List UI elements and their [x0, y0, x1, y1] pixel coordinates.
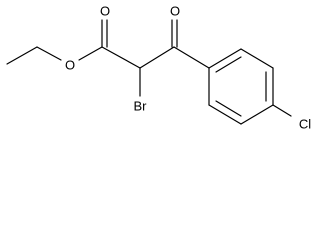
bond-alpha-ketone-c: [139, 46, 175, 69]
ring-bond-4: [240, 104, 274, 125]
ring-inner-bond-3: [215, 100, 242, 117]
atom-chlorine: Cl: [299, 117, 311, 132]
bond-ring-cl: [272, 104, 292, 117]
bond-ester-o-c: [78, 46, 103, 61]
atom-ester-carbonyl-o: O: [100, 4, 110, 19]
chemical-structure: O O O Br Cl: [6, 4, 311, 132]
atom-ketone-o: O: [170, 4, 180, 19]
atom-ester-o: O: [65, 58, 75, 73]
ring-bond-1: [208, 48, 242, 69]
ring-inner-bond-1: [215, 56, 242, 73]
bond-ketone-c-ring: [173, 46, 210, 69]
ring-bond-5: [208, 104, 242, 125]
bond-ester-c-alpha: [101, 46, 141, 69]
atom-bromine: Br: [134, 99, 148, 114]
bond-ethyl-ch2: [36, 46, 62, 61]
bond-ethyl-ch3: [6, 46, 38, 65]
ring-bond-2: [240, 48, 274, 69]
